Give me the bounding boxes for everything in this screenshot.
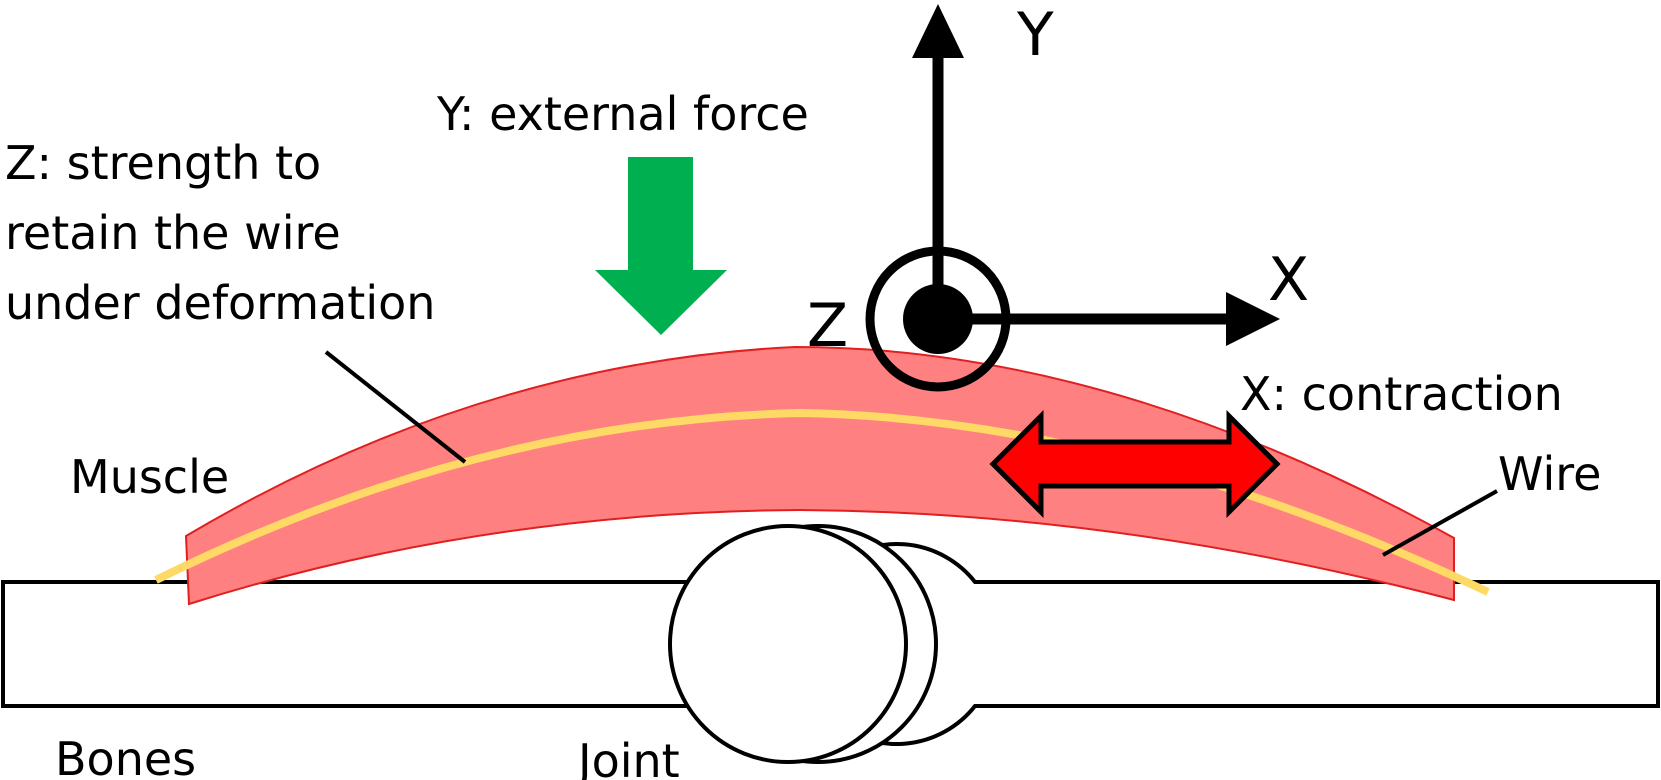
joint-front-circle [668,524,908,764]
contraction-label: X: contraction [1240,367,1563,421]
joint-label: Joint [575,734,680,780]
z-description-line-2: retain the wire [5,206,341,260]
external-force-label: Y: external force [436,87,809,141]
z-axis-dot [903,284,973,354]
muscle-label: Muscle [70,450,229,504]
contraction-arrow [989,409,1281,519]
y-axis-label: Y [1016,0,1054,70]
external-force-arrow [595,157,727,335]
wire [154,408,1490,596]
wire-leader [1382,489,1498,557]
wire-label: Wire [1498,447,1601,501]
muscle-body [184,345,1455,606]
x-axis-label: X [1268,245,1309,315]
bones-label: Bones [55,732,196,780]
z-axis-label: Z [807,291,848,361]
z-description-line-1: Z: strength to [5,136,321,190]
z-description-line-3: under deformation [5,276,435,330]
z-description-leader [324,350,467,464]
y-axis-arrowhead [912,4,964,58]
x-axis-arrowhead [1226,292,1280,346]
z-axis-ring [865,246,1011,392]
